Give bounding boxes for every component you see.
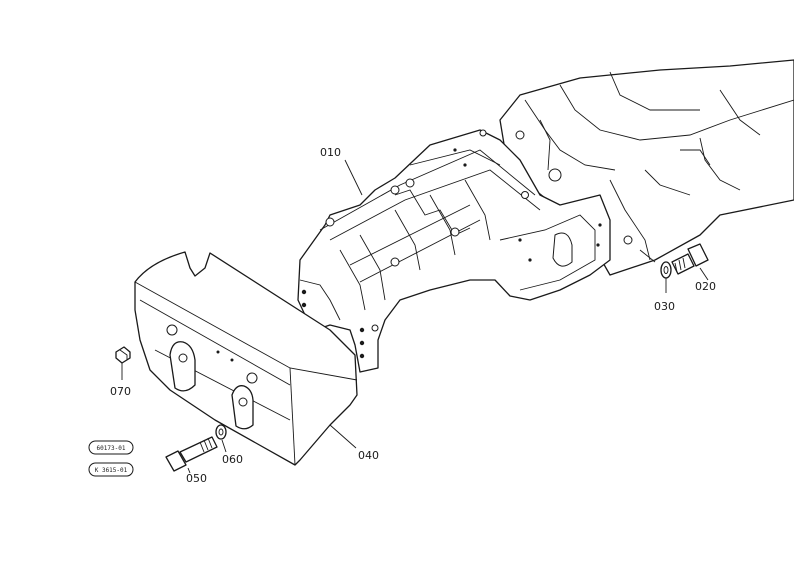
callout-070: 070 xyxy=(110,385,131,398)
reference-code-bottom: K 3615-01 xyxy=(88,462,134,477)
bolt-020 xyxy=(671,243,709,275)
plug-070 xyxy=(115,346,131,364)
front-frame-010 xyxy=(297,129,611,373)
front-weight-040 xyxy=(134,251,358,466)
callout-020: 020 xyxy=(695,280,716,293)
callout-030: 030 xyxy=(654,300,675,313)
reference-code-top: 60173-01 xyxy=(88,440,134,455)
bolt-050 xyxy=(165,436,218,472)
callout-060: 060 xyxy=(222,453,243,466)
washer-030 xyxy=(660,261,672,279)
callout-010: 010 xyxy=(320,146,341,159)
callout-050: 050 xyxy=(186,472,207,485)
leader-lines xyxy=(121,159,709,474)
code-top-text: 60173-01 xyxy=(97,445,126,452)
callout-040: 040 xyxy=(358,449,379,462)
washer-060 xyxy=(215,424,227,440)
code-bottom-text: K 3615-01 xyxy=(95,467,128,474)
